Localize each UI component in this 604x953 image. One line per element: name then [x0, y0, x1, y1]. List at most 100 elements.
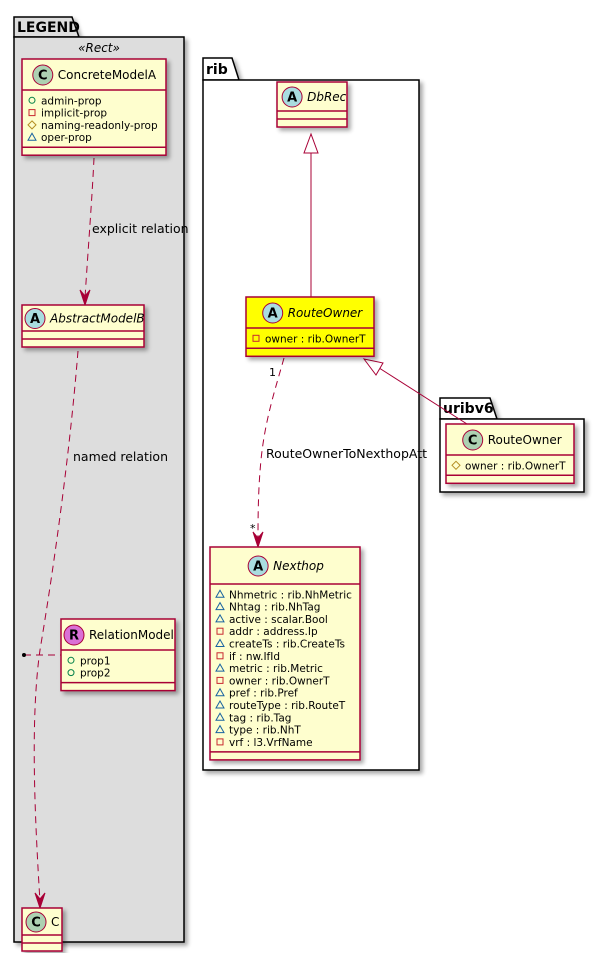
edge-dbrec-generalization-arrowhead: [303, 132, 319, 154]
class-attribute: admin-prop: [41, 95, 102, 107]
class-db-rec[interactable]: A DbRec: [276, 81, 348, 128]
spot-glyph: C: [468, 434, 478, 449]
package-rib-title: rib: [206, 62, 228, 78]
private-visibility-icon: [252, 334, 260, 342]
class-concrete-model-a[interactable]: C ConcreteModelA admin-propimplicit-propna…: [21, 58, 167, 156]
class-name: AbstractModelB: [49, 312, 145, 326]
class-attribute: Nhtag : rib.NhTag: [229, 602, 320, 614]
spot-glyph: R: [69, 629, 79, 644]
edge-explicit-relation-line: [84, 157, 95, 299]
edge-route-owner-to-nexthop-label: RouteOwnerToNexthopAtt: [266, 446, 427, 461]
multiplicity-from: 1: [269, 366, 276, 379]
class-attribute: type : rib.NhT: [229, 725, 301, 737]
package-visibility-icon: [215, 687, 225, 697]
protected-visibility-icon: [27, 120, 37, 130]
abstract-spot-icon: [281, 86, 303, 108]
edge-named-relation-label: named relation: [73, 449, 168, 464]
class-attribute: owner : rib.OwnerT: [229, 675, 330, 687]
class-attribute: owner : rib.OwnerT: [265, 333, 366, 345]
class-attribute: addr : address.Ip: [229, 626, 318, 638]
class-box: [209, 546, 361, 761]
edge-route-owner-to-nexthop-line: [257, 357, 285, 542]
class-name: Nexthop: [273, 559, 324, 573]
class-name: C: [51, 915, 59, 929]
edge-uribv6-generalization-arrowhead: [362, 358, 384, 376]
class-attribute: tag : rib.Tag: [229, 712, 291, 724]
class-rib-route-owner[interactable]: A RouteOwner owner : rib.OwnerT: [245, 296, 375, 358]
class-name: RelationModel: [89, 628, 174, 642]
private-visibility-icon: [28, 109, 36, 117]
class-attribute: oper-prop: [41, 132, 92, 144]
spot-glyph: A: [30, 312, 40, 327]
class-attribute: metric : rib.Metric: [229, 663, 323, 675]
class-attribute: Nhmetric : rib.NhMetric: [229, 589, 352, 601]
class-attribute: createTs : rib.CreateTs: [229, 639, 345, 651]
package-uribv6-title: uribv6: [443, 401, 494, 417]
edge-explicit-relation-label: explicit relation: [92, 221, 189, 236]
package-visibility-icon: [215, 613, 225, 623]
spot-glyph: C: [31, 916, 41, 931]
private-visibility-icon: [216, 676, 224, 684]
package-visibility-icon: [215, 601, 225, 611]
package-visibility-icon: [27, 132, 37, 141]
private-visibility-icon: [216, 627, 224, 635]
spot-glyph: C: [38, 69, 48, 84]
edge-uribv6-generalization[interactable]: [362, 358, 468, 425]
spot-glyph: A: [253, 560, 263, 575]
private-visibility-icon: [216, 738, 224, 746]
class-name: DbRec: [307, 90, 347, 104]
class-attribute: naming-readonly-prop: [41, 120, 158, 132]
class-attribute: routeType : rib.RouteT: [229, 700, 346, 712]
public-visibility-icon: [28, 96, 36, 104]
abstract-spot-icon: [262, 302, 284, 324]
edge-named-relation[interactable]: named relation: [22, 350, 168, 910]
multiplicity-to: *: [250, 522, 256, 535]
class-attribute: active : scalar.Bool: [229, 614, 328, 626]
package-visibility-icon: [215, 589, 225, 598]
class-abstract-model-b[interactable]: A AbstractModelB: [21, 304, 145, 348]
class-spot-icon: [462, 429, 484, 451]
class-name: RouteOwner: [288, 306, 364, 320]
package-visibility-icon: [215, 724, 225, 734]
package-legend-body: [13, 36, 185, 943]
edge-route-owner-to-nexthop[interactable]: RouteOwnerToNexthopAtt 1 *: [250, 357, 427, 549]
association-point: [22, 653, 26, 657]
class-spot-icon: [25, 911, 47, 933]
private-visibility-icon: [216, 652, 224, 660]
package-legend-stereotype: «Rect»: [78, 41, 120, 55]
edge-explicit-relation-arrowhead: [79, 289, 91, 307]
class-attribute: prop1: [80, 655, 111, 667]
package-legend[interactable]: LEGEND «Rect»: [13, 16, 185, 943]
class-uribv6-route-owner[interactable]: C RouteOwner owner : rib.OwnerT: [445, 423, 575, 485]
edge-dbrec-generalization[interactable]: [303, 132, 319, 297]
class-attribute: prop2: [80, 668, 111, 680]
class-attribute: implicit-prop: [41, 108, 107, 120]
public-visibility-icon: [67, 669, 75, 677]
class-attribute: pref : rib.Pref: [229, 688, 298, 700]
edge-route-owner-to-nexthop-arrowhead: [252, 531, 264, 549]
public-visibility-icon: [67, 656, 75, 664]
class-attribute: if : nw.IfId: [229, 651, 280, 663]
edge-uribv6-generalization-line: [375, 365, 468, 425]
class-attribute: owner : rib.OwnerT: [465, 460, 566, 472]
relation-spot-icon: [63, 624, 85, 646]
spot-glyph: A: [287, 91, 297, 106]
package-visibility-icon: [215, 712, 225, 721]
package-visibility-icon: [215, 663, 225, 672]
protected-visibility-icon: [451, 460, 461, 471]
spot-glyph: A: [268, 307, 278, 322]
edge-named-relation-arrowhead: [34, 892, 46, 910]
class-name: ConcreteModelA: [58, 68, 157, 82]
edge-explicit-relation[interactable]: explicit relation: [79, 157, 189, 307]
class-attribute: vrf : l3.VrfName: [229, 737, 313, 749]
package-visibility-icon: [215, 699, 225, 709]
class-name: RouteOwner: [488, 433, 562, 447]
abstract-spot-icon: [247, 555, 269, 577]
class-spot-icon: [32, 64, 54, 86]
edge-named-relation-line: [33, 350, 79, 903]
